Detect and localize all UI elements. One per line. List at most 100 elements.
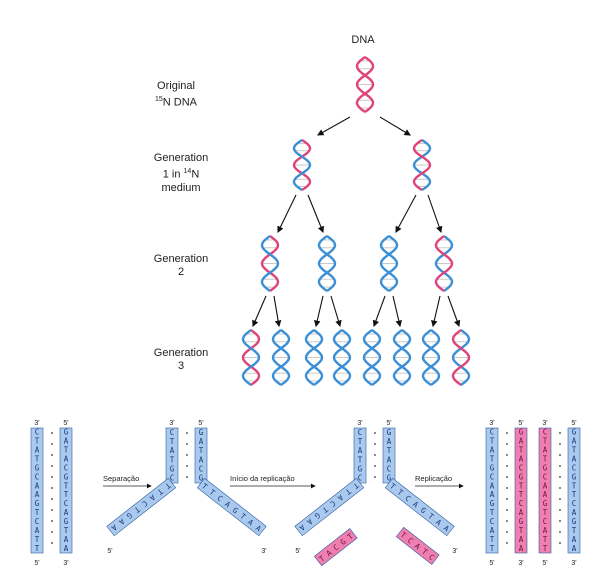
base-letter: C: [387, 465, 392, 474]
base-letter: A: [411, 499, 420, 509]
base-letter: C: [406, 536, 415, 546]
pair-dot: [51, 443, 53, 445]
base-letter: G: [170, 465, 175, 474]
pair-dot: [374, 432, 376, 434]
p3-right-bottom-end: 3': [452, 548, 457, 555]
base-letter: T: [519, 526, 524, 535]
base-letter: T: [399, 530, 408, 540]
base-letter: T: [572, 446, 577, 455]
p1-right-top-end: 5': [63, 420, 68, 427]
base-letter: C: [64, 463, 69, 472]
base-letter: A: [519, 508, 524, 517]
base-letter: T: [543, 535, 548, 544]
label-gen1-line2b: N: [191, 168, 200, 181]
label-original-line2-text: N DNA: [162, 96, 198, 109]
base-letter: A: [64, 544, 69, 553]
base-letter: A: [246, 517, 255, 527]
base-letter: C: [328, 499, 337, 509]
label-gen1-sup: 14: [183, 168, 192, 175]
base-letter: T: [208, 487, 217, 497]
p4-b-pairs: [559, 432, 561, 544]
strand-a: [292, 139, 312, 192]
pair-dot: [51, 531, 53, 533]
base-letter: T: [490, 544, 495, 553]
base-letter: T: [358, 437, 363, 446]
pair-dot: [51, 498, 53, 500]
label-generation-2: Generation 2: [144, 253, 218, 279]
pair-dot: [559, 476, 561, 478]
pair-dot: [51, 465, 53, 467]
base-letter: T: [490, 508, 495, 517]
pair-dot: [374, 465, 376, 467]
base-letter: C: [519, 463, 524, 472]
helix-gen3-8: [451, 329, 471, 386]
base-letter: T: [420, 547, 429, 557]
base-letter: T: [346, 531, 355, 541]
base-letter: T: [35, 454, 40, 463]
base-letter: A: [572, 544, 577, 553]
base-letter: G: [543, 499, 548, 508]
pair-dot: [559, 454, 561, 456]
base-letter: A: [572, 535, 577, 544]
base-letter: A: [117, 517, 126, 527]
base-letter: T: [543, 544, 548, 553]
base-letter: T: [35, 508, 40, 517]
strand-b: [304, 329, 324, 386]
base-letter: G: [35, 463, 40, 472]
base-letter: A: [109, 523, 118, 533]
base-letter: A: [387, 455, 392, 464]
base-letter: G: [231, 505, 240, 515]
strand-a: [392, 329, 412, 386]
p4-a-right-bottom-end: 3': [518, 560, 523, 567]
label-original: Original 15N DNA: [146, 80, 206, 110]
base-letter: T: [320, 505, 329, 515]
base-letter: A: [254, 523, 263, 533]
label-gen2-line1: Generation: [153, 253, 209, 265]
strand-box: [59, 427, 73, 554]
base-letter: G: [35, 499, 40, 508]
base-letter: A: [64, 437, 69, 446]
base-letter: A: [336, 493, 345, 503]
base-letter: A: [297, 523, 306, 533]
strand-a: [355, 56, 375, 113]
label-gen1-line2: 1 in 14N: [144, 165, 218, 182]
strand-a: [332, 329, 352, 386]
base-letter: C: [519, 499, 524, 508]
pair-dot: [506, 498, 508, 500]
base-letter: A: [434, 517, 443, 527]
base-letter: A: [199, 437, 204, 446]
helix-gen1-b: [412, 139, 432, 192]
pair-dot: [506, 432, 508, 434]
arrow-g1a-right: [307, 194, 324, 234]
base-letter: T: [351, 481, 360, 491]
helix-original: [355, 56, 375, 113]
helix-gen3-4: [332, 329, 352, 386]
base-letter: G: [387, 474, 392, 483]
pair-dot: [374, 443, 376, 445]
base-letter: C: [331, 543, 340, 553]
pair-dot: [506, 487, 508, 489]
pair-dot: [559, 465, 561, 467]
pair-dot: [51, 487, 53, 489]
strand-box: [106, 477, 177, 537]
pair-dot: [559, 509, 561, 511]
base-letter: A: [64, 535, 69, 544]
base-letter: A: [223, 499, 232, 509]
pair-dot: [506, 443, 508, 445]
base-letter: A: [64, 508, 69, 517]
base-letter: T: [170, 455, 175, 464]
pair-dot: [186, 443, 188, 445]
base-letter: T: [490, 535, 495, 544]
base-letter: T: [490, 454, 495, 463]
base-letter: C: [215, 493, 224, 503]
base-letter: C: [170, 428, 175, 437]
base-letter: C: [543, 472, 548, 481]
pair-dot: [559, 443, 561, 445]
base-letter: A: [387, 437, 392, 446]
base-letter: C: [35, 472, 40, 481]
